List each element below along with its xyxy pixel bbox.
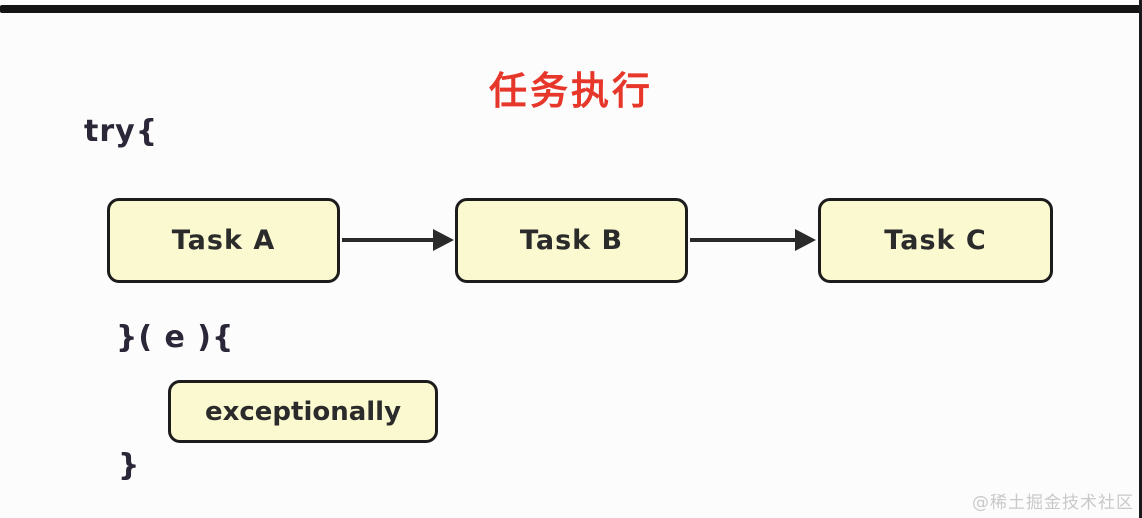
task-b-node: Task B [455, 198, 688, 283]
arrow-b-to-c-head-icon [795, 229, 816, 251]
exceptionally-label: exceptionally [204, 396, 402, 427]
arrow-a-to-b [342, 238, 434, 242]
task-a-label: Task A [171, 225, 276, 256]
code-close-brace: } [118, 448, 141, 483]
diagram-title: 任务执行 [488, 69, 653, 113]
task-c-label: Task C [884, 225, 987, 256]
arrow-a-to-b-head-icon [433, 229, 454, 251]
watermark: @稀土掘金技术社区 [972, 493, 1134, 513]
right-border-line [1139, 0, 1142, 518]
top-border-bar [0, 5, 1142, 13]
task-c-node: Task C [818, 198, 1053, 283]
exceptionally-node: exceptionally [168, 380, 438, 443]
code-catch-line: }( e ){ [116, 320, 235, 355]
task-a-node: Task A [107, 198, 340, 283]
arrow-b-to-c [690, 238, 796, 242]
task-b-label: Task B [519, 225, 624, 256]
code-try-open: try{ [84, 114, 159, 149]
